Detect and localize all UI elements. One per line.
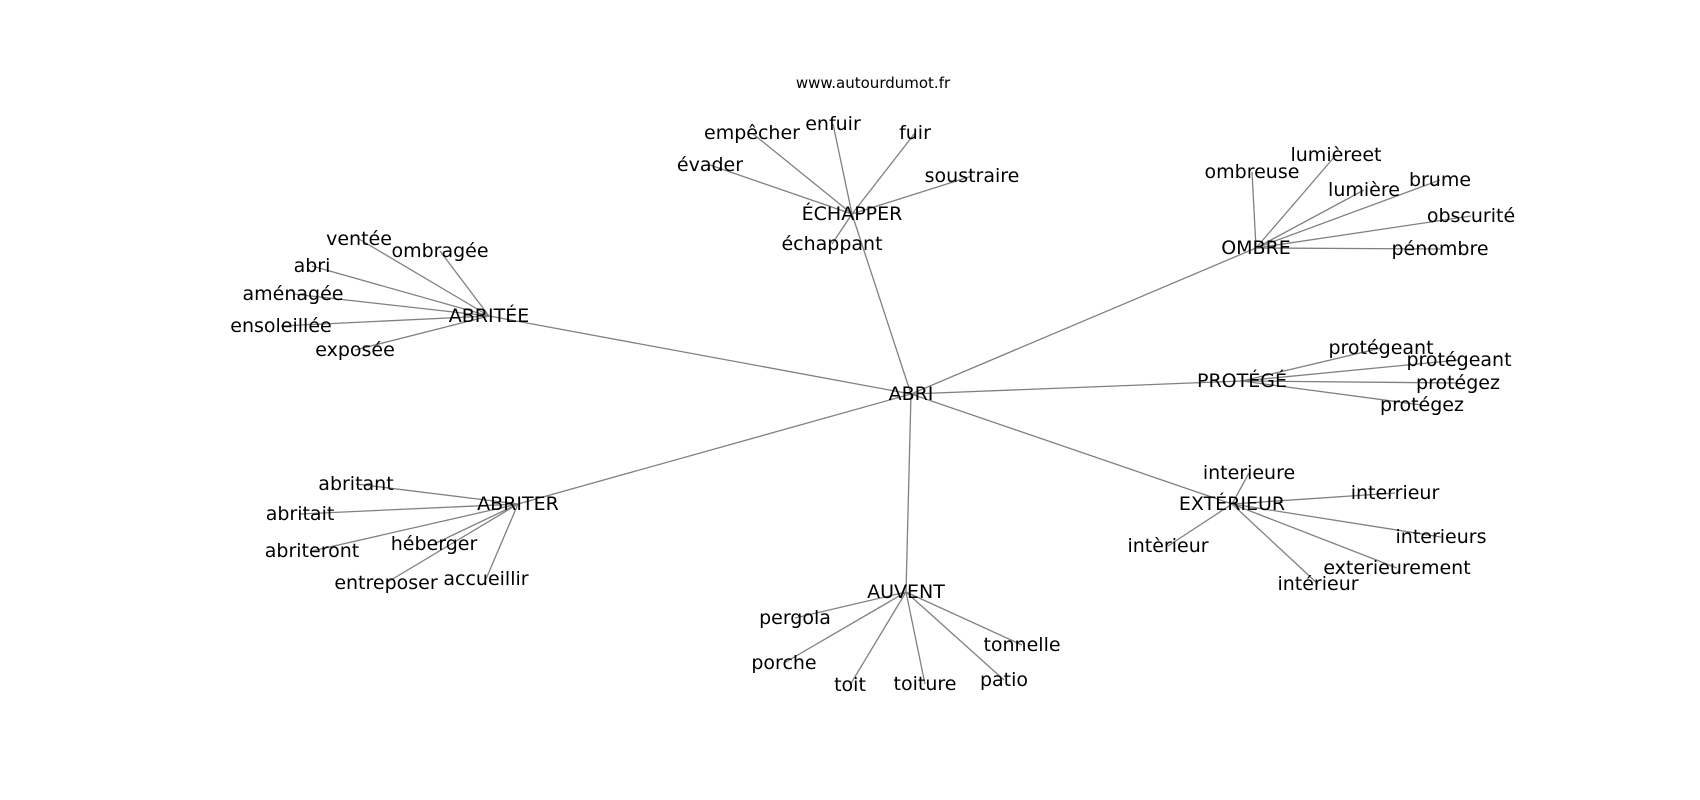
hub-node-label: ABRITÉE: [449, 304, 529, 327]
edge-hub-word: [832, 123, 853, 215]
edge-hub-word: [299, 503, 519, 515]
hub-node-label: ABRITER: [477, 493, 559, 515]
word-node-label: empêcher: [704, 122, 800, 144]
word-node-label: protégez: [1380, 394, 1464, 416]
edge-hub-word: [751, 132, 853, 215]
edge-hub-word: [439, 250, 490, 317]
word-node-label: toit: [834, 674, 866, 696]
edge-hub-word: [1255, 154, 1337, 249]
edge-hub-word: [311, 503, 519, 552]
edge-hub-word: [709, 164, 853, 215]
word-node-label: lumièreet: [1290, 144, 1381, 166]
edge-hub-word: [1255, 179, 1441, 249]
word-node-label: ventée: [326, 228, 392, 250]
word-node-label: protégeant: [1328, 337, 1433, 359]
edge-hub-word: [485, 503, 519, 580]
word-node-label: protégez: [1416, 372, 1500, 394]
edge-hub-word: [1255, 189, 1365, 249]
edge-hub-word: [292, 293, 490, 317]
edge-hub-word: [433, 503, 519, 545]
word-node-label: pergola: [759, 607, 831, 629]
word-node-label: soustraire: [925, 165, 1020, 187]
edge-hub-word: [1231, 492, 1396, 505]
word-node-label: accueillir: [443, 568, 528, 590]
edge-hub-word: [1255, 215, 1472, 249]
center-node-label: ABRI: [889, 383, 934, 405]
hub-node-label: OMBRE: [1221, 237, 1291, 259]
site-url: www.autourdumot.fr: [796, 74, 951, 92]
edge-hub-word: [1231, 503, 1319, 585]
word-node-label: abriteront: [265, 540, 359, 562]
edge-hub-word: [905, 591, 1023, 646]
word-node-label: enfuir: [805, 113, 861, 135]
edge-hub-word: [311, 265, 490, 317]
word-node-label: fuir: [899, 122, 931, 144]
word-node-label: intérieur: [1277, 573, 1358, 595]
word-node-label: entreposer: [334, 572, 438, 594]
word-node-label: interrieur: [1351, 482, 1440, 504]
edge-hub-word: [905, 591, 1005, 681]
word-node-label: brume: [1409, 169, 1471, 191]
word-node-label: ombreuse: [1205, 161, 1300, 183]
word-node-label: exposée: [315, 339, 395, 361]
word-node-label: ensoleillée: [230, 315, 331, 337]
edge-hub-word: [851, 132, 916, 215]
edge-center-hub: [910, 247, 1257, 395]
edge-hub-word: [1167, 503, 1233, 547]
word-node-label: abritant: [318, 473, 393, 495]
edge-hub-word: [1241, 359, 1460, 382]
edge-hub-word: [280, 315, 490, 327]
word-node-label: intèrieur: [1127, 535, 1208, 557]
word-node-label: interieure: [1203, 462, 1295, 484]
hub-node-label: EXTÉRIEUR: [1179, 492, 1285, 515]
edge-hub-word: [831, 213, 853, 245]
edge-hub-word: [358, 238, 490, 317]
edge-center-hub: [517, 393, 912, 505]
edge-hub-word: [1241, 380, 1459, 384]
edge-hub-word: [905, 591, 926, 685]
hub-node-label: PROTÉGÉ: [1197, 369, 1287, 392]
word-node-label: porche: [751, 652, 816, 674]
edge-hub-word: [354, 315, 490, 351]
word-node-label: interieurs: [1396, 526, 1487, 548]
word-node-label: aménagée: [243, 283, 344, 305]
word-node-label: protégeant: [1406, 349, 1511, 371]
edge-hub-word: [794, 591, 907, 619]
edge-hub-word: [1255, 247, 1441, 250]
edge-hub-word: [851, 175, 973, 215]
edge-hub-word: [355, 483, 519, 505]
hub-node-label: AUVENT: [867, 581, 945, 603]
word-node-label: pénombre: [1391, 238, 1488, 260]
graph-edges: [280, 123, 1472, 686]
edge-hub-word: [1241, 380, 1423, 406]
edge-hub-word: [1251, 171, 1257, 249]
edge-hub-word: [385, 503, 519, 584]
edge-hub-word: [783, 591, 907, 664]
edge-center-hub: [910, 380, 1243, 395]
word-node-label: abri: [294, 255, 331, 277]
word-node-label: échappant: [781, 233, 882, 255]
word-node-label: héberger: [391, 533, 478, 555]
edge-center-hub: [910, 393, 1233, 505]
word-node-label: patio: [980, 669, 1028, 691]
edge-hub-word: [849, 591, 907, 686]
word-node-label: obscurité: [1427, 205, 1515, 227]
hub-node-label: ÉCHAPPER: [802, 202, 903, 225]
word-node-label: abritait: [266, 503, 335, 525]
edge-hub-word: [1231, 472, 1250, 505]
edge-center-hub: [905, 393, 912, 593]
word-node-label: évader: [677, 154, 743, 176]
edge-hub-word: [1241, 347, 1382, 382]
word-node-label: exterieurement: [1323, 557, 1470, 579]
edge-center-hub: [851, 213, 912, 395]
word-node-label: tonnelle: [983, 634, 1060, 656]
edge-center-hub: [488, 315, 912, 395]
word-node-label: toiture: [894, 673, 957, 695]
word-node-label: lumière: [1328, 179, 1400, 201]
edge-hub-word: [1231, 503, 1398, 569]
edge-hub-word: [1231, 503, 1442, 538]
word-node-label: ombragée: [391, 240, 488, 262]
